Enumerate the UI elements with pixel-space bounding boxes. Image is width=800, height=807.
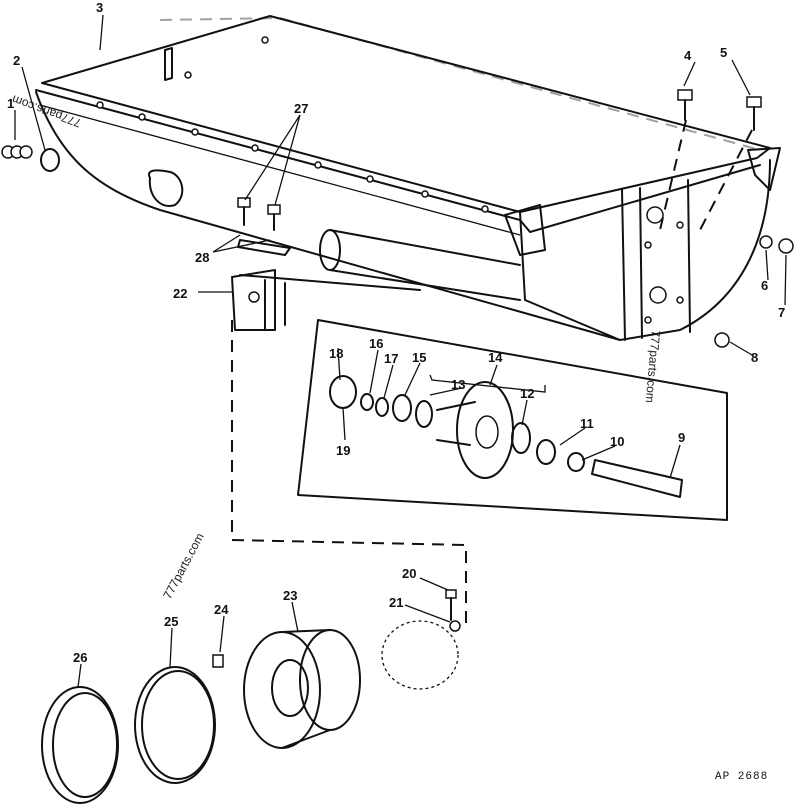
callout-16: 16 xyxy=(369,336,383,351)
part-7-nut xyxy=(778,238,794,254)
callout-26: 26 xyxy=(73,650,87,665)
callout-labels: 1 2 3 4 5 6 7 8 9 10 11 12 13 14 15 16 1… xyxy=(7,0,785,665)
part-9-spindle xyxy=(591,459,683,498)
callout-15: 15 xyxy=(412,350,426,365)
callout-4: 4 xyxy=(684,48,692,63)
part-19-cap xyxy=(329,375,357,409)
watermark-2: 777parts.com xyxy=(643,330,663,404)
part-4-bolt xyxy=(677,89,693,121)
callout-3: 3 xyxy=(96,0,103,15)
callout-23: 23 xyxy=(283,588,297,603)
callout-8: 8 xyxy=(751,350,758,365)
hopper xyxy=(35,15,781,341)
part-24-valve xyxy=(212,654,224,668)
part-1-nuts xyxy=(1,145,33,159)
drawing-code: AP 2688 xyxy=(715,771,768,783)
callout-21: 21 xyxy=(389,595,403,610)
callout-11: 11 xyxy=(580,416,594,431)
part-20-bolt xyxy=(445,589,457,621)
leader-lines xyxy=(14,14,787,688)
callout-22: 22 xyxy=(173,286,187,301)
part-2-plug xyxy=(40,148,60,172)
part-5-bolt xyxy=(746,96,762,131)
callout-2: 2 xyxy=(13,53,20,68)
hub-outline xyxy=(381,620,459,690)
callout-14: 14 xyxy=(488,350,503,365)
watermark-3: 777parts.com xyxy=(160,531,206,602)
part-21-nut xyxy=(449,620,461,632)
callout-13: 13 xyxy=(451,377,465,392)
callout-12: 12 xyxy=(520,386,534,401)
callout-18: 18 xyxy=(329,346,343,361)
wheel-parts xyxy=(41,589,461,804)
callout-10: 10 xyxy=(610,434,624,449)
part-8-nut xyxy=(714,332,730,348)
callout-27: 27 xyxy=(294,101,308,116)
callout-6: 6 xyxy=(761,278,768,293)
callout-17: 17 xyxy=(384,351,398,366)
watermark-1: 777parts.com xyxy=(10,92,83,130)
callout-24: 24 xyxy=(214,602,229,617)
small-parts xyxy=(1,89,794,348)
callout-7: 7 xyxy=(778,305,785,320)
hub-assembly-box xyxy=(297,319,728,521)
part-6-washer xyxy=(759,235,773,249)
callout-25: 25 xyxy=(164,614,178,629)
callout-28: 28 xyxy=(195,250,209,265)
callout-20: 20 xyxy=(402,566,416,581)
callout-1: 1 xyxy=(7,96,14,111)
callout-5: 5 xyxy=(720,45,727,60)
part-25-ring xyxy=(134,666,216,784)
callout-19: 19 xyxy=(336,443,350,458)
callout-9: 9 xyxy=(678,430,685,445)
part-27-bolts xyxy=(237,197,281,231)
